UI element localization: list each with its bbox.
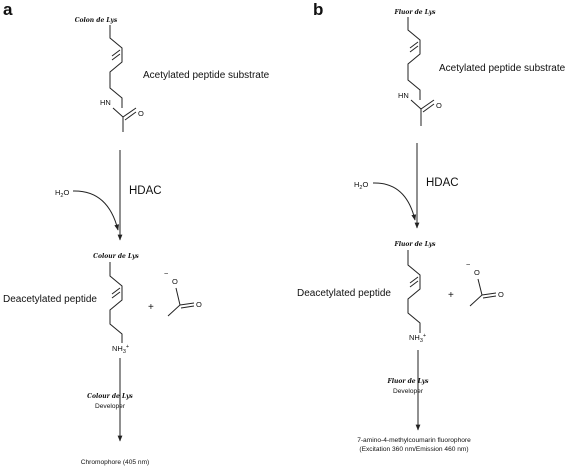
panel-b-amine: NH3+ xyxy=(409,333,426,344)
panel-a-final-product: Chromophore (405 nm) xyxy=(81,459,150,466)
panel-b-product-break-1 xyxy=(409,276,419,284)
panel-a-developer-label: Developer xyxy=(95,403,126,410)
panel-b-final-product-line1: 7-amino-4-methylcoumarin fluorophore xyxy=(357,437,471,444)
panel-a-reagent-name: Colon de Lys xyxy=(75,17,118,24)
panel-a-acetate-bonds xyxy=(167,287,181,317)
panel-b-product-chain xyxy=(407,250,421,333)
panel-b-carbonyl-o: O xyxy=(436,101,442,110)
panel-b-water: H2O xyxy=(354,180,368,191)
panel-b-chain-break-2 xyxy=(409,45,419,53)
panel-b-acetate-o: O xyxy=(498,290,504,299)
panel-b-lysine-chain xyxy=(407,17,421,100)
panel-a-lysine-chain xyxy=(109,25,123,108)
panel-b-water-curve-arrow xyxy=(372,182,417,221)
panel-b-product-label: Deacetylated peptide xyxy=(297,288,391,299)
panel-a-nh-atom: HN xyxy=(100,98,111,107)
panel-a-enzyme-label: HDAC xyxy=(129,185,162,197)
panel-b-chain-break-1 xyxy=(409,41,419,49)
panel-a-substrate-molecule: Colon de Lys HN O xyxy=(75,17,144,132)
panel-a-acetate-co xyxy=(179,302,195,306)
panel-a-acetate-charge: − xyxy=(164,269,169,278)
panel-a-water: H2O xyxy=(55,188,69,199)
panel-b-label: b xyxy=(313,0,323,19)
panel-a-substrate-label: Acetylated peptide substrate xyxy=(143,70,270,81)
panel-a-product-break-2 xyxy=(111,291,121,299)
panel-a-product-label: Deacetylated peptide xyxy=(3,294,97,305)
panel-a-acetate: − O O xyxy=(164,269,202,317)
panel-b-developer-name: Fluor de Lys xyxy=(386,378,429,385)
panel-b-product-molecule: Fluor de Lys NH3+ xyxy=(393,241,436,344)
panel-b-acetate-co xyxy=(481,292,497,296)
panel-b-acetate-co-double xyxy=(482,295,497,299)
panel-a-acetate-o-minus: O xyxy=(172,277,178,286)
panel-a-amide-bond xyxy=(112,107,137,118)
panel-a-chain-break-2 xyxy=(111,53,121,61)
panel-a-product-chain xyxy=(109,262,123,343)
panel-b-reagent-name: Fluor de Lys xyxy=(393,9,436,16)
panel-a-carbonyl-o: O xyxy=(138,109,144,118)
panel-a-product-reagent: Colour de Lys xyxy=(93,253,139,260)
panel-b-substrate-molecule: Fluor de Lys HN O xyxy=(393,9,442,126)
panel-a-chain-break-1 xyxy=(111,49,121,57)
panel-a-water-curve-arrow xyxy=(72,190,120,231)
panel-a-acetate-co-double xyxy=(180,305,195,309)
panel-b-acetate-o-minus: O xyxy=(474,268,480,277)
panel-a-acetate-o: O xyxy=(196,300,202,309)
panel-a-amine: NH3+ xyxy=(112,344,129,355)
panel-b-amide-bond xyxy=(410,99,435,110)
panel-a-product-molecule: Colour de Lys NH3+ xyxy=(93,253,139,355)
panel-a: a Colon de Lys HN O Acetylated peptide s… xyxy=(3,0,270,466)
panel-b-enzyme-label: HDAC xyxy=(426,177,459,189)
panel-a-developer-name: Colour de Lys xyxy=(87,393,133,400)
panel-b-plus: + xyxy=(448,290,454,301)
panel-b-product-reagent: Fluor de Lys xyxy=(393,241,436,248)
panel-a-carbonyl-double xyxy=(124,111,137,121)
panel-b-substrate-label: Acetylated peptide substrate xyxy=(439,63,566,74)
panel-b-developer-label: Developer xyxy=(393,388,424,395)
panel-b: b Fluor de Lys HN O Acetylated peptide s… xyxy=(297,0,566,453)
panel-a-product-break-1 xyxy=(111,287,121,295)
panel-b-product-break-2 xyxy=(409,280,419,288)
panel-b-nh-atom: HN xyxy=(398,91,409,100)
panel-b-final-product-line2: (Excitation 360 nm/Emission 460 nm) xyxy=(359,446,468,453)
panel-b-carbonyl-double xyxy=(422,103,435,113)
panel-b-acetate-bonds xyxy=(469,278,483,307)
panel-b-acetate: − O O xyxy=(466,260,504,307)
panel-a-plus: + xyxy=(148,302,154,313)
panel-a-label: a xyxy=(3,0,13,19)
panel-b-acetate-charge: − xyxy=(466,260,471,269)
